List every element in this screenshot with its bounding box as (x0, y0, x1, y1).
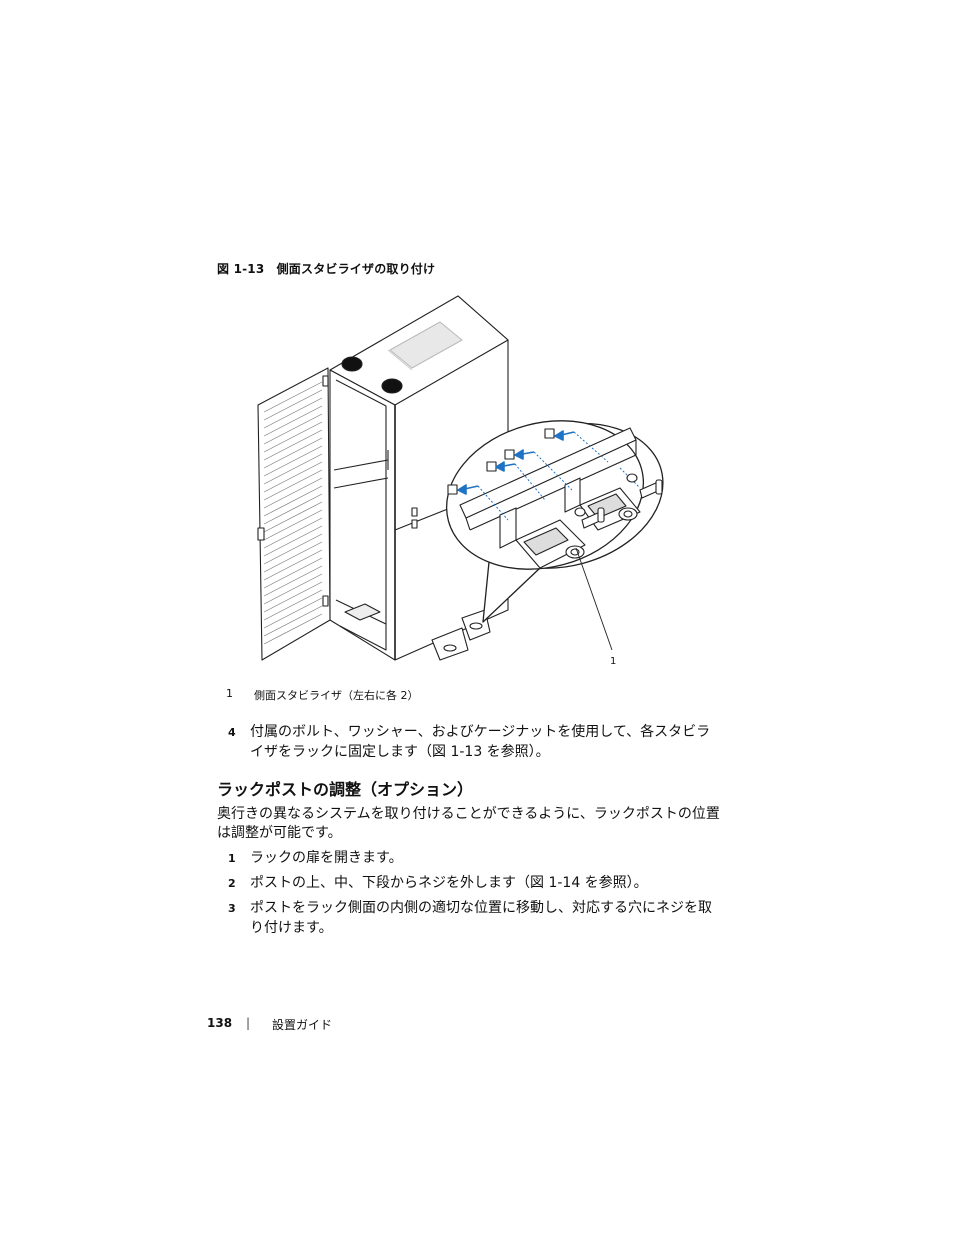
step-number: 3 (228, 902, 236, 915)
door-vent-slats (263, 381, 323, 645)
figure-caption: 図 1-13 側面スタビライザの取り付け (217, 262, 436, 276)
step-text: ポストをラック側面の内側の適切な位置に移動し、対応する穴にネジを取り付けます。 (250, 900, 712, 936)
step-3: 3 ポストをラック側面の内側の適切な位置に移動し、対応する穴にネジを取り付けます… (228, 898, 723, 938)
step-text: 付属のボルト、ワッシャー、およびケージナットを使用して、各スタビライザをラックに… (250, 724, 711, 760)
page-number: 138 (207, 1016, 233, 1030)
bolts-washers (574, 473, 663, 529)
step-number: 1 (228, 852, 236, 865)
rack-stabilizer-illustration: 1 (257, 295, 664, 667)
step-number: 2 (228, 877, 236, 890)
cabinet-door (257, 367, 331, 661)
step-1: 1 ラックの扉を開きます。 (228, 848, 723, 868)
legend-number: 1 (226, 687, 233, 700)
step-2: 2 ポストの上、中、下段からネジを外します（図 1-14 を参照）。 (228, 873, 723, 893)
step-text: ポストの上、中、下段からネジを外します（図 1-14 を参照）。 (250, 875, 648, 891)
callout-marker-1: 1 (610, 656, 616, 667)
cage-nuts (447, 428, 555, 495)
step-text: ラックの扉を開きます。 (250, 850, 403, 866)
footer-guide-title: 設置ガイド (272, 1018, 333, 1032)
section-heading: ラックポストの調整（オプション） (217, 780, 474, 799)
step-number: 4 (228, 726, 236, 739)
footer-separator: | (246, 1016, 251, 1030)
section-intro: 奥行きの異なるシステムを取り付けることができるように、ラックポストの位置は調整が… (217, 806, 720, 841)
insertion-arrows (457, 430, 575, 495)
step-4: 4 付属のボルト、ワッシャー、およびケージナットを使用して、各スタビライザをラッ… (228, 722, 723, 762)
legend-text: 側面スタビライザ（左右に各 2） (254, 689, 419, 702)
